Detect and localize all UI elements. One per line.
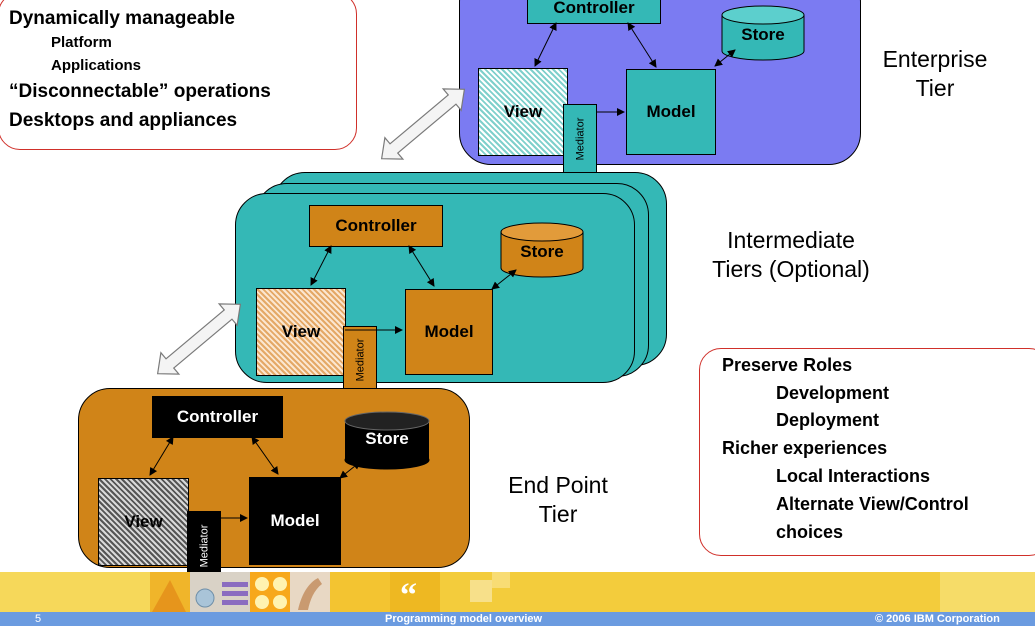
enterprise-controller-model-arrow — [627, 22, 657, 68]
intermediate-model-box: Model — [405, 289, 493, 375]
endpoint-controller-model-arrow — [251, 436, 279, 475]
endpoint-store-cylinder: Store — [344, 411, 430, 471]
endpoint-controller-box: Controller — [152, 396, 283, 438]
endpoint-model-label: Model — [270, 511, 320, 530]
intermediate-controller-box: Controller — [309, 205, 443, 247]
callout-bottom-line-6: Alternate View/Control — [776, 494, 969, 514]
callout-top: Dynamically manageable Platform Applicat… — [0, 0, 357, 150]
endpoint-controller-view-arrow — [149, 436, 174, 476]
intermediate-tier-label-line2: Tiers (Optional) — [712, 256, 870, 282]
intermediate-store-label: Store — [520, 242, 564, 261]
enterprise-store-label: Store — [741, 25, 785, 44]
enterprise-tier-label: Enterprise Tier — [870, 45, 1000, 103]
intermediate-model-label: Model — [424, 322, 474, 341]
enterprise-mediator-box: Mediator — [563, 104, 597, 173]
enterprise-model-label: Model — [646, 102, 696, 121]
intermediate-view-box: View — [256, 288, 346, 376]
endpoint-controller-label: Controller — [176, 407, 259, 426]
endpoint-view-box: View — [98, 478, 189, 566]
intermediate-mediator-box: Mediator — [343, 326, 377, 394]
enterprise-model-box: Model — [626, 69, 716, 155]
enterprise-controller-box: Controller — [527, 0, 661, 24]
enterprise-store-shape — [721, 5, 805, 61]
intermediate-controller-label: Controller — [335, 216, 417, 235]
presentation-title: Programming model overview — [385, 613, 543, 625]
intermediate-tier-label: Intermediate Tiers (Optional) — [686, 226, 896, 284]
page-number: 5 — [35, 613, 42, 625]
endpoint-view-label: View — [124, 512, 163, 531]
enterprise-controller-view-arrow — [534, 22, 557, 67]
enterprise-view-box: View — [478, 68, 568, 156]
enterprise-tier-label-line2: Tier — [915, 75, 955, 101]
endpoint-model-box: Model — [249, 477, 341, 565]
callout-bottom: Preserve Roles Development Deployment Ri… — [699, 348, 1035, 556]
footer-image-strip: “ — [0, 572, 1035, 612]
enterprise-model-store-arrow — [714, 49, 736, 67]
intermediate-view-label: View — [281, 322, 321, 341]
callout-bottom-line-2: Development — [776, 383, 890, 403]
callout-bottom-line-4: Richer experiences — [722, 438, 888, 458]
intermediate-tier-label-line1: Intermediate — [727, 227, 855, 253]
intermediate-store-shape — [500, 222, 584, 278]
tier-link-arrow-lower — [156, 303, 242, 375]
endpoint-tier-label-line1: End Point — [508, 472, 608, 498]
footer-bar — [0, 612, 1035, 626]
callout-bottom-line-1: Preserve Roles — [722, 355, 853, 375]
callout-top-line-5: Desktops and appliances — [9, 110, 238, 131]
enterprise-tier-label-line1: Enterprise — [882, 46, 988, 72]
callout-top-line-2: Platform — [51, 34, 112, 51]
enterprise-controller-label: Controller — [553, 0, 635, 17]
endpoint-store-shape — [344, 411, 430, 470]
endpoint-store-label: Store — [365, 429, 409, 448]
endpoint-tier-label: End Point Tier — [483, 471, 633, 529]
svg-text:“: “ — [400, 577, 417, 612]
callout-bottom-line-5: Local Interactions — [776, 466, 931, 486]
callout-top-line-3: Applications — [51, 57, 142, 74]
enterprise-view-label: View — [503, 102, 543, 121]
tier-link-arrow-upper — [380, 88, 466, 160]
callout-bottom-line-3: Deployment — [776, 410, 880, 430]
endpoint-tier-label-line2: Tier — [538, 501, 578, 527]
callout-bottom-line-7: choices — [776, 522, 844, 542]
copyright-notice: © 2006 IBM Corporation — [875, 613, 1000, 625]
enterprise-store-cylinder: Store — [721, 5, 805, 61]
intermediate-controller-view-arrow — [310, 245, 332, 286]
intermediate-controller-model-arrow — [408, 245, 435, 287]
intermediate-model-store-arrow — [491, 269, 517, 290]
callout-top-line-4: “Disconnectable” operations — [9, 81, 271, 102]
intermediate-store-cylinder: Store — [500, 222, 584, 278]
endpoint-model-store-arrow — [339, 461, 361, 479]
slide-footer: “ 5 Programming model overview © 2006 IB… — [0, 572, 1035, 626]
callout-top-line-1: Dynamically manageable — [9, 8, 235, 29]
endpoint-mediator-box: Mediator — [187, 511, 221, 581]
